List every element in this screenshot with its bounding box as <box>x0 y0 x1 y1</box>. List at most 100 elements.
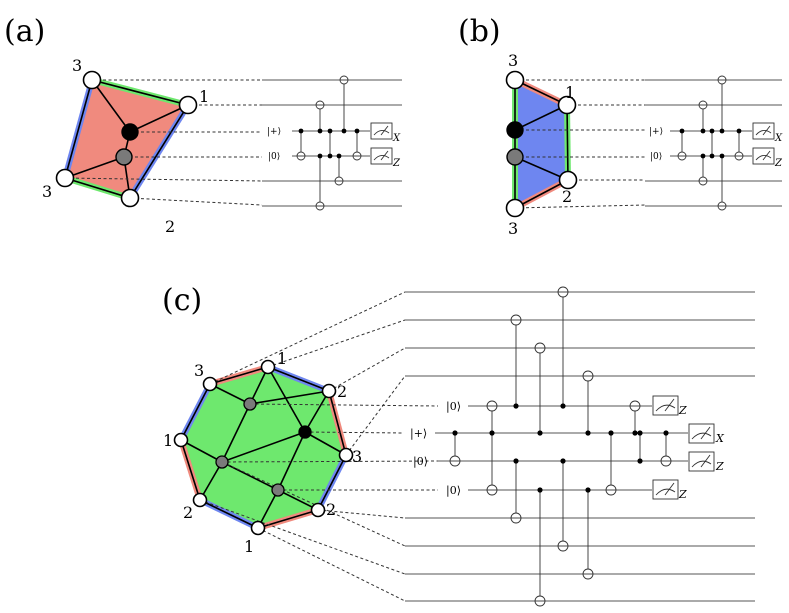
control-dot <box>354 128 360 134</box>
measurement-meter-icon <box>370 147 393 165</box>
control-dot <box>663 430 669 436</box>
panel-a: (a) 3 1 3 2 <box>4 14 402 236</box>
meter-arc <box>755 130 772 136</box>
control-dot <box>537 430 543 436</box>
dashed-connector <box>317 509 406 519</box>
data-qubit-node <box>192 492 208 508</box>
vertex-label: 1 <box>244 537 254 556</box>
dashed-connector <box>257 527 406 602</box>
data-qubit-node <box>178 95 198 115</box>
z-ancilla-node <box>115 148 133 166</box>
measure-basis-label: Z <box>678 488 687 501</box>
data-qubit-node <box>505 198 525 218</box>
control-dot <box>700 153 706 159</box>
control-dot <box>298 128 304 134</box>
graph-edge <box>277 431 306 491</box>
data-qubit-node <box>260 359 276 375</box>
dashed-connector <box>129 197 263 206</box>
vertex-label: 2 <box>337 382 347 401</box>
dashed-connector <box>209 291 406 385</box>
meter-needle <box>664 482 675 496</box>
ancilla-init-label: |+⟩ <box>267 127 281 137</box>
x-ancilla-node <box>298 425 312 439</box>
control-dot <box>585 487 591 493</box>
control-dot <box>341 128 347 134</box>
meter-needle <box>762 150 771 161</box>
data-qubit-node <box>82 70 102 90</box>
control-dot <box>513 458 519 464</box>
meter-needle <box>700 426 711 440</box>
control-dot <box>632 430 638 436</box>
measure-basis-label: X <box>774 133 783 144</box>
vertex-label: 2 <box>183 503 193 522</box>
z-ancilla-node <box>243 397 257 411</box>
control-dot <box>709 153 715 159</box>
meter-arc <box>691 432 712 440</box>
z-ancilla-node <box>506 148 524 166</box>
control-dot <box>537 487 543 493</box>
dashed-connector <box>345 375 406 456</box>
measure-basis-label: X <box>392 133 401 144</box>
graph-edge <box>514 156 569 181</box>
control-dot <box>637 458 643 464</box>
measurement-meter-icon <box>752 122 775 140</box>
ancilla-init-label: |+⟩ <box>649 127 663 137</box>
control-dot <box>513 403 519 409</box>
dashed-connector <box>304 431 405 434</box>
ancilla-init-label: |+⟩ <box>410 427 427 441</box>
data-qubit-node <box>558 170 578 190</box>
measure-basis-label: Z <box>774 158 783 169</box>
x-ancilla-node <box>506 121 524 139</box>
graph-edge <box>267 366 306 433</box>
vertex-label: 3 <box>508 51 518 70</box>
control-dot <box>719 153 725 159</box>
dashed-connector <box>199 499 406 575</box>
data-qubit-node <box>55 168 75 188</box>
dashed-connector <box>514 204 646 209</box>
ancilla-init-label: |0⟩ <box>268 152 280 162</box>
data-qubit-node <box>173 432 189 448</box>
dashed-connector <box>267 319 406 368</box>
control-dot <box>709 128 715 134</box>
graph-edge <box>129 104 189 133</box>
graph-edge <box>249 390 330 405</box>
graph-edge <box>64 156 125 179</box>
meter-arc <box>691 460 712 468</box>
measure-basis-label: Z <box>678 404 687 417</box>
graph-edge <box>91 79 131 133</box>
meter-needle <box>762 125 771 136</box>
control-dot <box>327 128 333 134</box>
dashed-connector <box>221 461 406 547</box>
data-qubit-node <box>321 383 337 399</box>
control-dot <box>736 128 742 134</box>
graph-edge <box>514 104 568 131</box>
control-dot <box>585 430 591 436</box>
control-dot <box>679 128 685 134</box>
data-qubit-node <box>310 502 326 518</box>
vertex-label: 2 <box>165 217 175 236</box>
control-dot <box>700 128 706 134</box>
control-dot <box>489 430 495 436</box>
panel-c-label: (c) <box>162 283 202 318</box>
vertex-label: 1 <box>565 83 575 102</box>
ancilla-init-label: |0⟩ <box>413 455 428 469</box>
vertex-label: 3 <box>72 56 82 75</box>
panel-c: (c) <box>162 283 755 607</box>
meter-needle <box>664 398 675 412</box>
graph-edge <box>199 461 223 501</box>
z-ancilla-node <box>271 483 285 497</box>
z-ancilla-node <box>215 455 229 469</box>
meter-arc <box>655 404 676 412</box>
ancilla-init-label: |0⟩ <box>650 152 662 162</box>
graph-edge <box>221 431 306 463</box>
panel-a-label: (a) <box>4 14 45 49</box>
measure-basis-label: X <box>715 432 725 445</box>
control-dot <box>560 458 566 464</box>
ancilla-init-label: |0⟩ <box>446 400 461 414</box>
graph-edge <box>304 390 330 433</box>
meter-arc <box>655 488 676 496</box>
data-qubit-node <box>120 188 140 208</box>
measure-basis-label: Z <box>392 158 401 169</box>
control-dot <box>637 430 643 436</box>
